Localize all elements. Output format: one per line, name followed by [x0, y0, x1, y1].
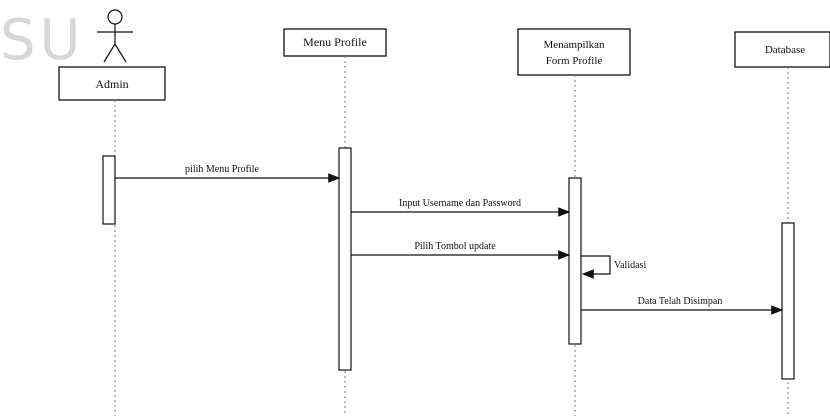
lifeline-form-label-2: Form Profile — [546, 55, 603, 67]
message-data-disimpan: Data Telah Disimpan — [581, 296, 784, 315]
message-label-5: Data Telah Disimpan — [638, 296, 723, 307]
lifeline-admin-label: Admin — [95, 77, 128, 91]
message-label-4: Validasi — [614, 260, 646, 271]
lifeline-menu-profile: Menu Profile — [283, 28, 387, 416]
lifeline-database-label: Database — [765, 44, 805, 56]
activation-menu — [338, 147, 352, 371]
activation-database — [781, 222, 795, 380]
message-input-username: Input Username dan Password — [351, 198, 571, 217]
watermark-text: SU — [0, 8, 85, 73]
actor-icon — [97, 9, 133, 63]
message-pilih-tombol-update: Pilih Tombol update — [351, 241, 571, 260]
message-pilih-menu-profile: pilih Menu Profile — [115, 164, 341, 183]
activation-admin — [102, 155, 116, 225]
lifeline-menu-label: Menu Profile — [303, 35, 367, 49]
message-label-2: Input Username dan Password — [399, 198, 521, 209]
message-label-1: pilih Menu Profile — [185, 164, 259, 175]
lifeline-admin: Admin — [58, 66, 166, 416]
message-validasi: Validasi — [581, 255, 646, 279]
activation-form — [568, 177, 582, 345]
lifeline-form-label-1: Menampilkan — [543, 39, 605, 51]
message-label-3: Pilih Tombol update — [414, 241, 496, 252]
